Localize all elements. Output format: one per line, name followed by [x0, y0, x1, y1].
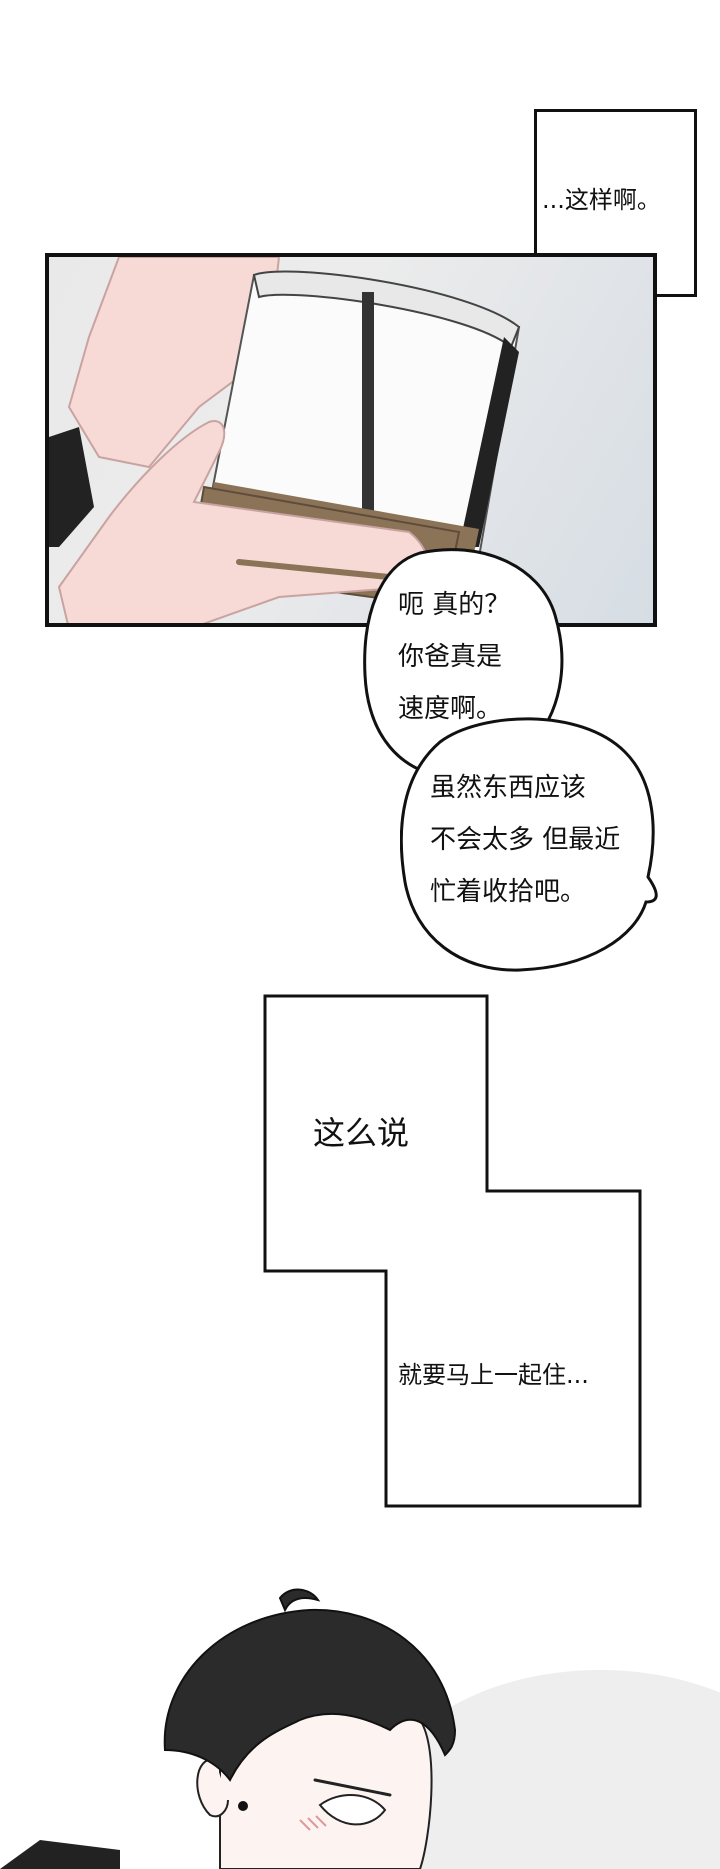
narration-zigzag-frame [263, 994, 642, 1508]
speech-bubble-first-line-3: 速度啊。 [398, 694, 503, 724]
narration-text-zigzag-top: 这么说 [313, 1114, 410, 1152]
coffee-cup-panel [45, 253, 657, 627]
narration-text-top: ...这样啊。 [542, 186, 661, 214]
coffee-cup-illustration [49, 257, 521, 623]
speech-bubble-second-line-1: 虽然东西应该 [430, 773, 587, 803]
partial-speech-bubble [400, 0, 560, 40]
speech-bubble-second-line-2: 不会太多 但最近 [430, 825, 621, 855]
character-portrait [0, 1588, 720, 1869]
speech-bubble-second-line-3: 忙着收拾吧。 [430, 877, 587, 907]
speech-bubble-first-line-1: 呃 真的？ [398, 590, 511, 620]
speech-bubble-first-line-2: 你爸真是 [398, 642, 503, 672]
speech-bubble-second [400, 717, 658, 972]
narration-text-zigzag-bottom: 就要马上一起住... [398, 1361, 589, 1389]
